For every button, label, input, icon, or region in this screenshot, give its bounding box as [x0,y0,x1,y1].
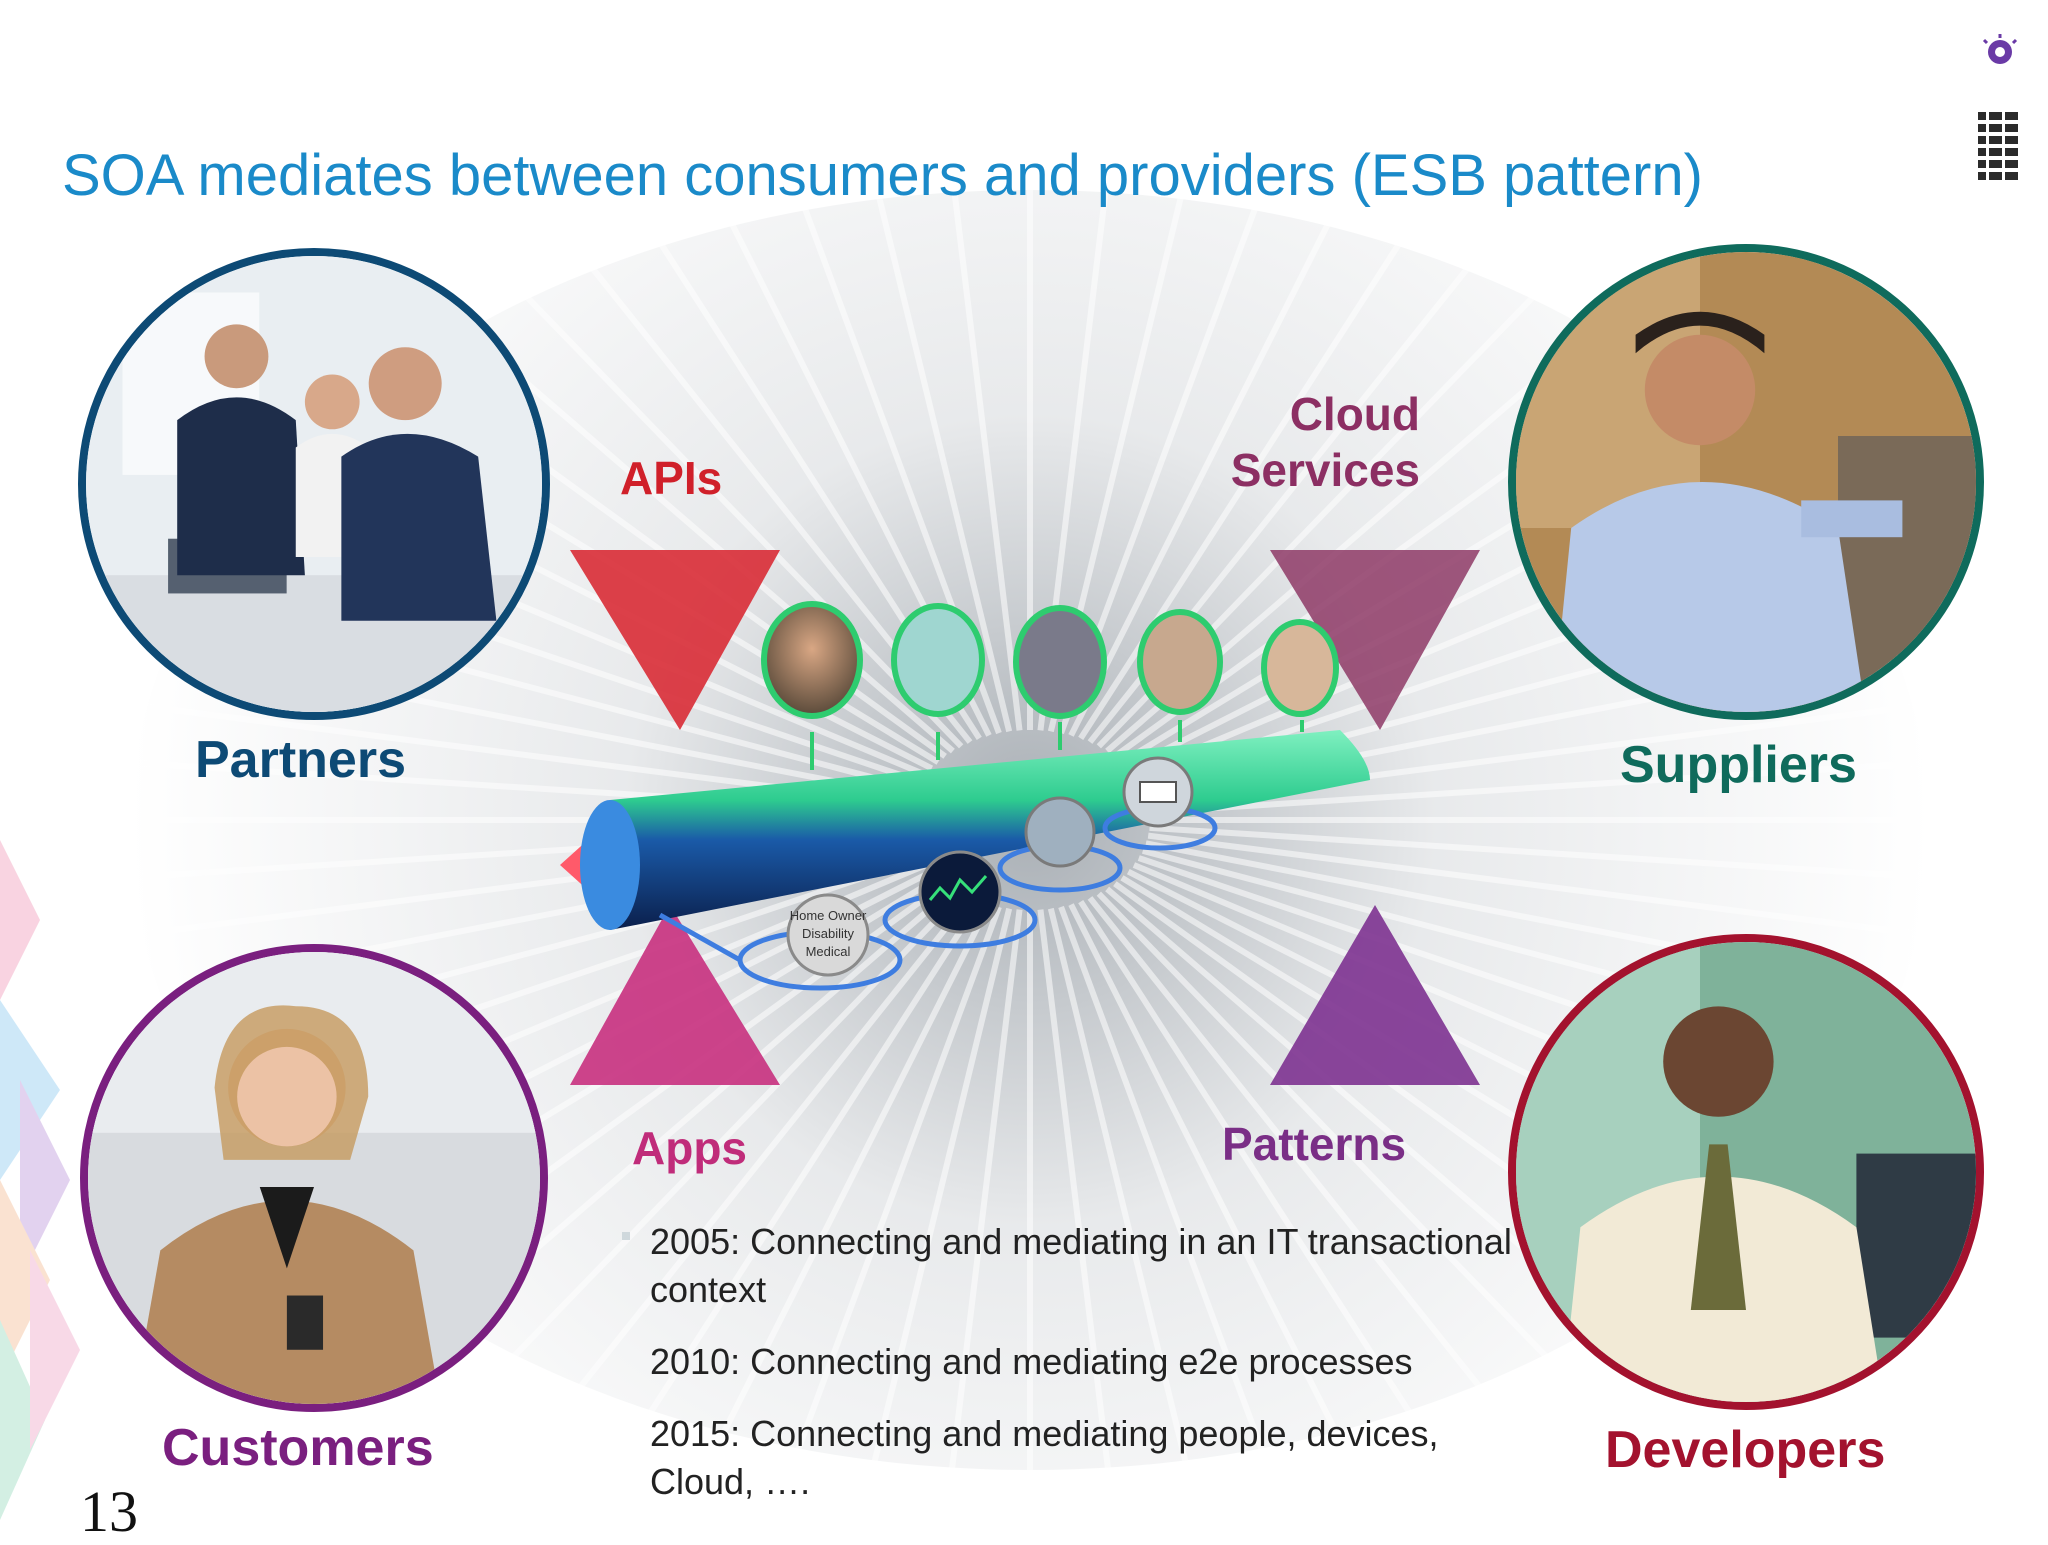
badge-medical: Medical [806,944,851,959]
patterns-label: Patterns [1222,1118,1407,1170]
background-ray [1087,896,1583,1515]
apps-label: Apps [632,1122,747,1174]
background-ray [1145,840,2048,1022]
background-ray [940,909,1023,1536]
partners-label: Partners [195,731,406,789]
background-ray [853,907,1013,1536]
bullet-2010: 2010: Connecting and mediating e2e proce… [650,1341,1413,1382]
apps-triangle [570,905,780,1085]
background-ray [931,22,1023,731]
suppliers-photo [1508,244,1984,720]
bullet-marker [622,1232,630,1240]
background-ray [1058,905,1297,1536]
background-ray [1068,66,1409,737]
background-ray [1078,899,1493,1536]
top-avatars [761,601,1339,719]
background-ray [1096,891,1664,1478]
badge-home-owner: Home Owner [790,908,867,923]
background-ray [477,896,973,1515]
apis-label: APIs [620,452,723,504]
background-ray [396,162,964,749]
background-ray [1047,907,1207,1536]
cloud-services-label: Cloud Services [1230,388,1420,496]
customers-photo [80,944,548,1412]
background-ray [836,31,1013,733]
esb-diagram: Home Owner Disability Medical [560,550,1480,1085]
badge-disability: Disability [802,926,855,941]
background-ray [668,903,992,1536]
partners-photo [78,248,550,720]
customers-label: Customers [162,1419,434,1477]
timeline-bullets: 2005: Connecting and mediating in an IT … [650,1218,1550,1530]
background-ray [1068,903,1392,1536]
developers-label: Developers [1605,1421,1886,1479]
background-ray [0,684,913,808]
background-ray [1149,752,2048,816]
suppliers-label: Suppliers [1620,736,1857,794]
patterns-triangle [1270,905,1480,1085]
background-ray [1058,46,1318,735]
background-ray [1149,824,2048,888]
bullet-2015: 2015: Connecting and mediating people, d… [650,1413,1439,1502]
background-ray [1037,909,1120,1536]
page-number: 13 [80,1479,138,1544]
background-ray [763,905,1002,1536]
background-ray [567,899,982,1536]
background-ray [396,891,964,1478]
background-ray [0,616,915,800]
developers-photo [1508,934,1984,1410]
bus-badges: Home Owner Disability Medical [786,756,1194,977]
slide-title: SOA mediates between consumers and provi… [62,143,1703,208]
ibm-logo [1978,34,2018,180]
background-ray [1147,832,2048,954]
apis-triangle [570,550,780,730]
bullet-2005: 2005: Connecting and mediating in an IT … [650,1221,1512,1310]
cloud-services-triangle [1270,550,1480,730]
background-ray [477,125,973,744]
